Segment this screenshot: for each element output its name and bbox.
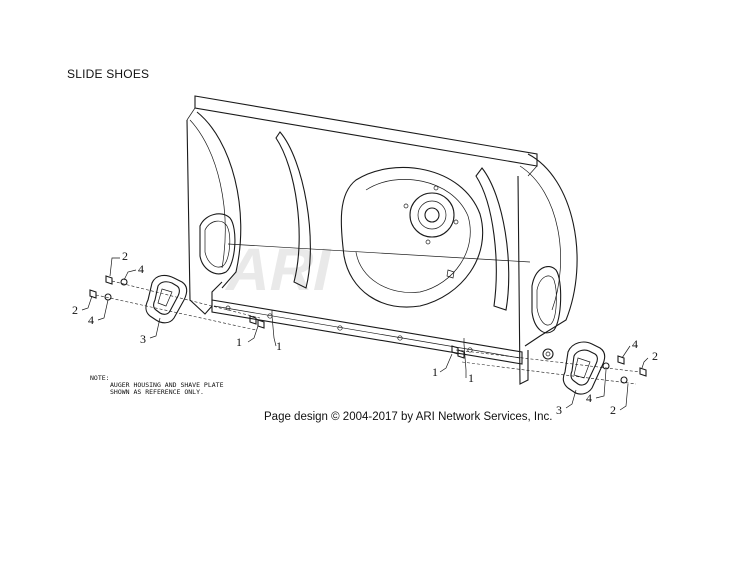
- left-hardware: [89, 275, 273, 331]
- note-line: AUGER HOUSING AND SHAVE PLATE: [110, 381, 224, 389]
- right-hardware: [451, 338, 647, 385]
- callout-2: 2: [122, 249, 128, 263]
- auger-housing: [186, 95, 578, 385]
- callout-1: 1: [236, 335, 242, 349]
- left-slide-shoe-assembly: [89, 274, 273, 331]
- callout-1: 1: [432, 365, 438, 379]
- page-title: SLIDE SHOES: [67, 67, 150, 81]
- left-slide-shoe: [145, 274, 188, 324]
- callout-leaders: [81, 257, 649, 411]
- callout-4: 4: [88, 313, 94, 327]
- right-slide-shoe-assembly: [451, 338, 647, 395]
- callouts: 2 4 2 4 3 1 1 1 1 3 4 4 2 2: [72, 249, 658, 417]
- callout-1: 1: [468, 371, 474, 385]
- watermark: ARI: [221, 236, 339, 303]
- copyright-credit: Page design © 2004-2017 by ARI Network S…: [264, 411, 552, 423]
- callout-2: 2: [610, 403, 616, 417]
- callout-4: 4: [586, 391, 592, 405]
- callout-4: 4: [138, 262, 144, 276]
- right-slide-shoe: [562, 341, 606, 395]
- callout-1: 1: [276, 339, 282, 353]
- note-heading: NOTE:: [90, 374, 110, 382]
- callout-2: 2: [652, 349, 658, 363]
- note-line: SHOWN AS REFERENCE ONLY.: [110, 388, 204, 396]
- reference-note: NOTE: AUGER HOUSING AND SHAVE PLATE SHOW…: [90, 374, 224, 396]
- callout-4: 4: [632, 337, 638, 351]
- callout-3: 3: [556, 403, 562, 417]
- callout-3: 3: [140, 332, 146, 346]
- callout-2: 2: [72, 303, 78, 317]
